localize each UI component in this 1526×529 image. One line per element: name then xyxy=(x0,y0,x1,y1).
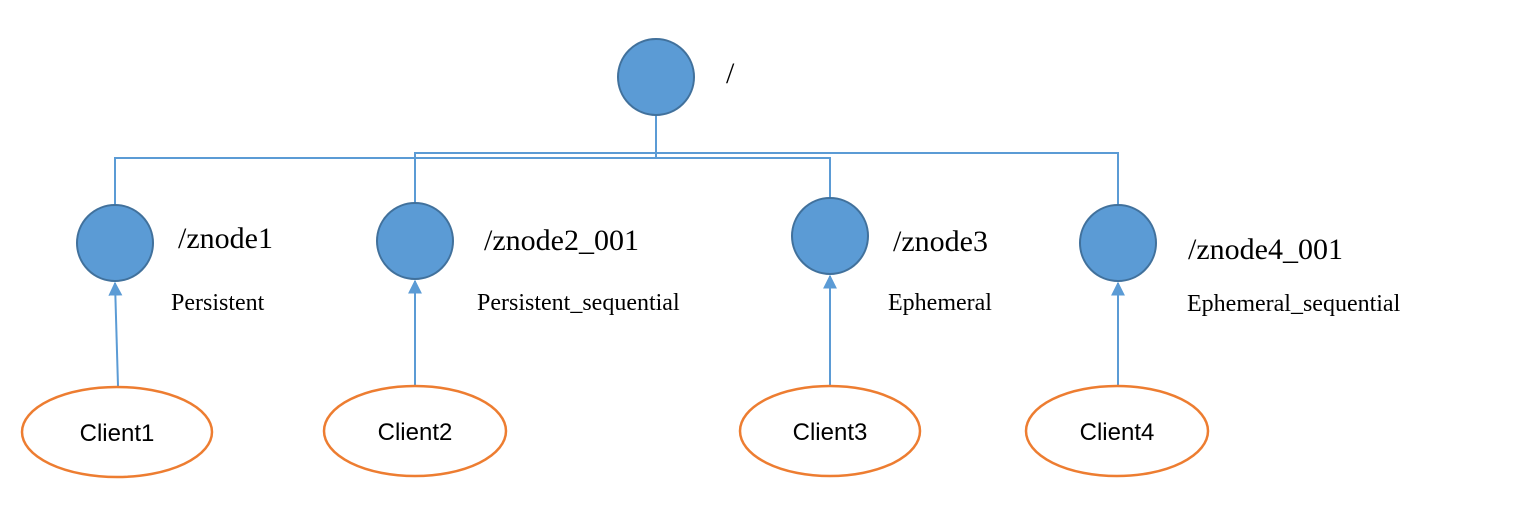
client-2-ellipse xyxy=(322,384,508,478)
znode-1-type: Persistent xyxy=(171,290,265,316)
client-1-ellipse xyxy=(20,385,214,479)
client-1-label: Client1 xyxy=(80,420,155,447)
znode-3-type: Ephemeral xyxy=(888,290,992,316)
connector-root-znode4 xyxy=(656,152,1119,205)
znode-4: /znode4_001 Ephemeral_sequential Client4 xyxy=(1024,204,1401,478)
znode-1-path: /znode1 xyxy=(178,222,273,255)
client1-arrow xyxy=(108,281,123,387)
connector-root-znode1 xyxy=(114,115,657,205)
connector-root-znode2 xyxy=(414,152,657,203)
connector-root-znode3 xyxy=(656,157,831,199)
client-3-ellipse xyxy=(738,384,922,478)
root-node: / xyxy=(617,38,735,116)
client-4-ellipse xyxy=(1024,384,1210,478)
tree-connectors xyxy=(114,115,1119,205)
znode-3-circle xyxy=(791,197,869,275)
znode-1: /znode1 Persistent Client1 xyxy=(20,204,273,479)
client-3-label: Client3 xyxy=(793,419,868,446)
client-2-label: Client2 xyxy=(378,419,453,446)
znode-4-path: /znode4_001 xyxy=(1188,233,1343,266)
znode-2-type: Persistent_sequential xyxy=(477,290,680,316)
znode-3: /znode3 Ephemeral Client3 xyxy=(738,197,992,478)
root-node-label: / xyxy=(726,57,735,90)
znode-1-circle xyxy=(76,204,154,282)
znode-2: /znode2_001 Persistent_sequential Client… xyxy=(322,202,680,478)
znode-4-circle xyxy=(1079,204,1157,282)
znode-2-circle xyxy=(376,202,454,280)
znode-3-path: /znode3 xyxy=(893,225,988,258)
znode-2-path: /znode2_001 xyxy=(484,224,639,257)
root-node-circle xyxy=(617,38,695,116)
znode-4-type: Ephemeral_sequential xyxy=(1187,291,1401,317)
client-4-label: Client4 xyxy=(1080,419,1155,446)
